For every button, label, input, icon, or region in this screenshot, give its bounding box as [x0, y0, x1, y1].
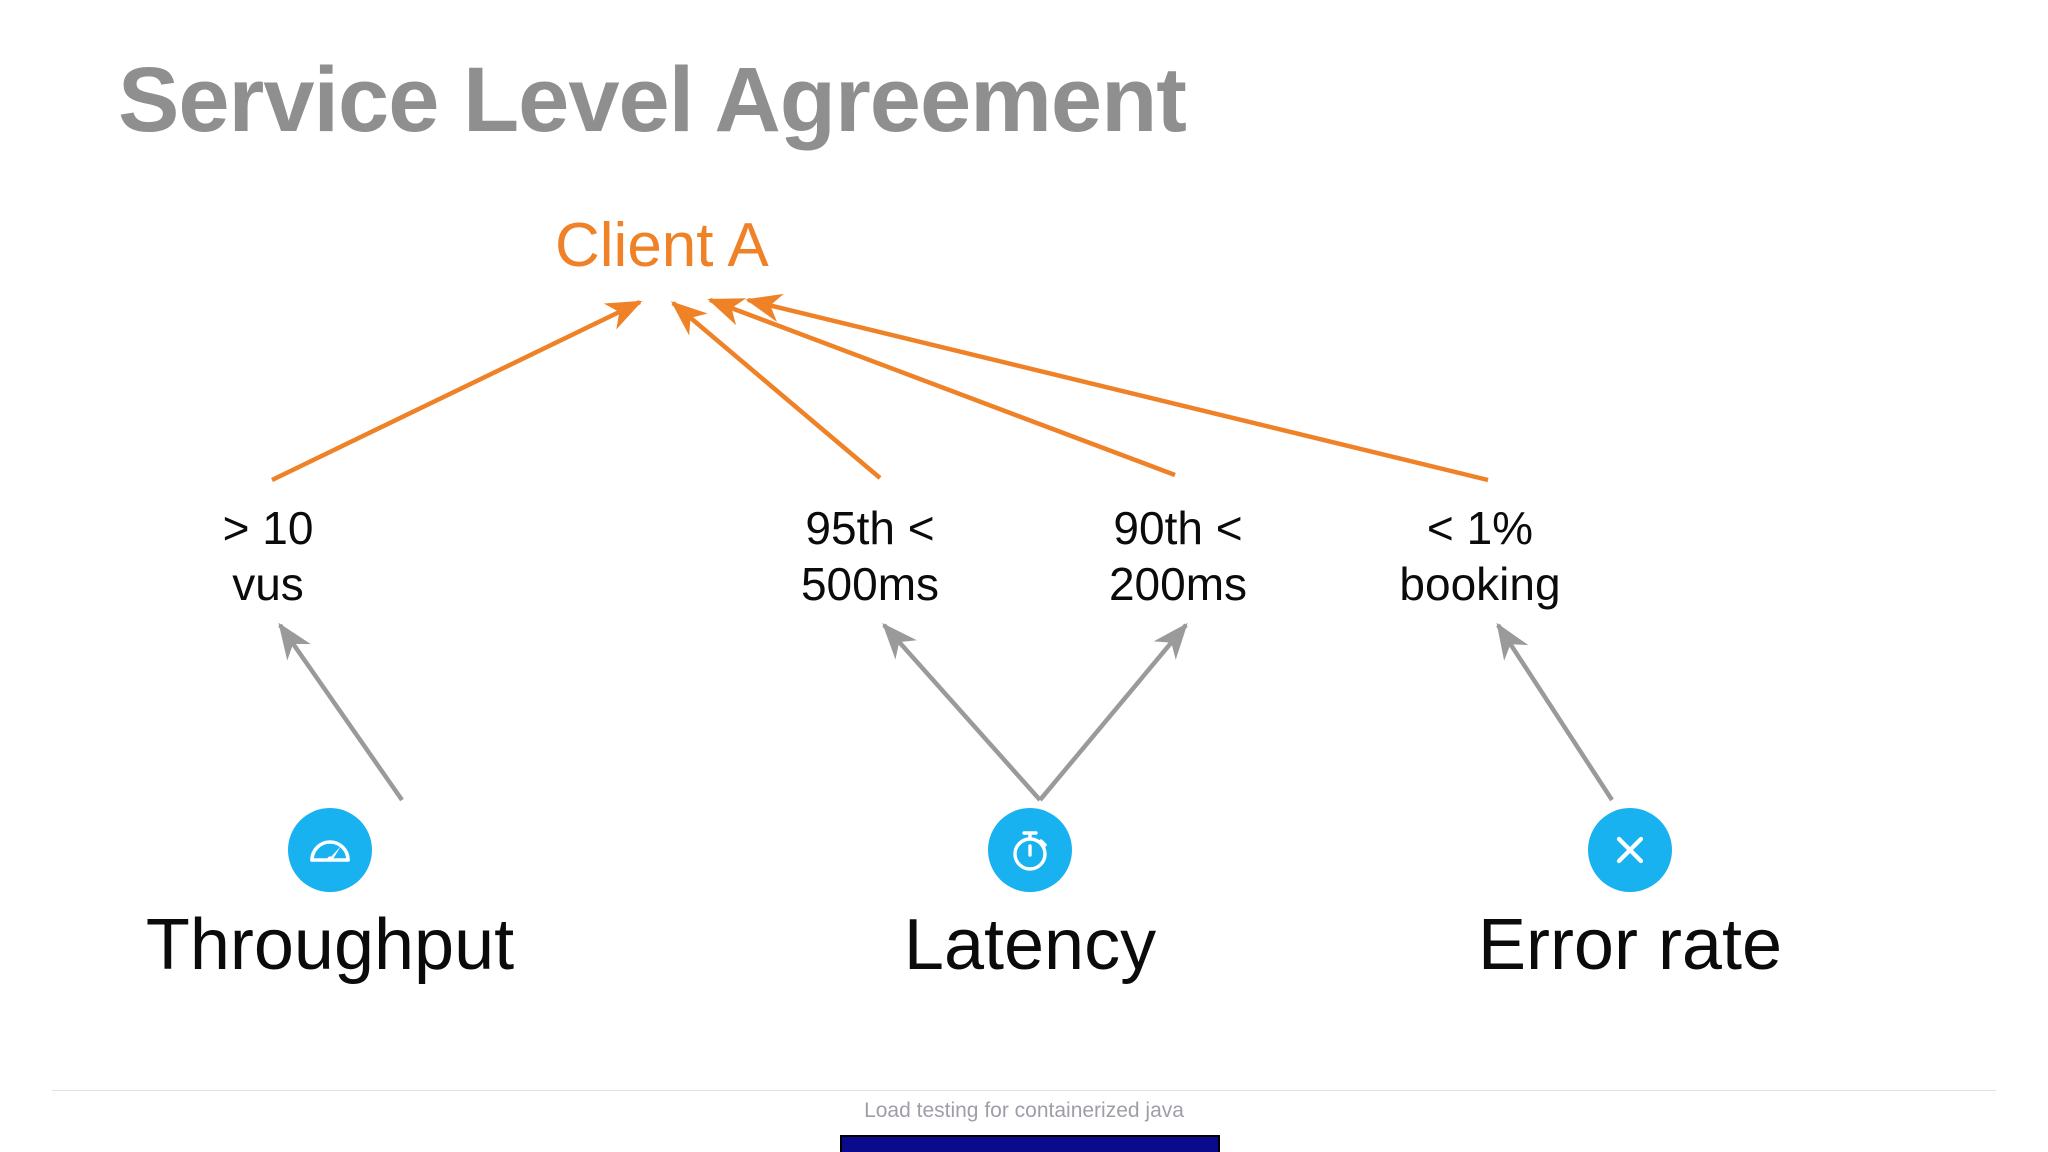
arrow-throughput-icon-to-sla — [278, 622, 404, 802]
page-title: Service Level Agreement — [118, 49, 1187, 151]
footer-divider — [52, 1090, 1996, 1091]
client-arrow-group — [271, 293, 1489, 483]
metric-errorrate: Error rate — [1430, 808, 1830, 985]
footer-caption: Load testing for containerized java — [864, 1099, 1184, 1122]
metric-throughput-label: Throughput — [145, 905, 515, 985]
metric-latency-label: Latency — [903, 905, 1157, 985]
sla-criterion-p95: 95th < 500ms — [800, 502, 940, 611]
slide-progress-bar — [840, 1135, 1220, 1152]
sla-criterion-p90: 90th < 200ms — [1108, 502, 1248, 611]
arrow-p95-to-client — [670, 301, 882, 480]
metric-errorrate-label: Error rate — [1477, 905, 1783, 985]
arrow-errorrate-icon-to-sla — [1496, 622, 1614, 802]
sla-criterion-throughput: > 10 vus — [222, 502, 314, 611]
arrow-latency-icon-to-p95 — [882, 622, 1042, 802]
speedometer-icon — [288, 808, 372, 892]
metric-latency: Latency — [830, 808, 1230, 985]
arrow-throughput-to-client — [271, 299, 643, 483]
sla-criterion-error-rate: < 1% booking — [1399, 502, 1561, 611]
close-x-icon — [1588, 808, 1672, 892]
stopwatch-icon — [988, 808, 1072, 892]
arrow-p90-to-client — [707, 297, 1176, 478]
arrow-latency-icon-to-p90 — [1038, 622, 1188, 802]
arrow-errors-to-client — [745, 293, 1489, 483]
client-node-label: Client A — [555, 211, 769, 280]
metric-arrow-group — [278, 622, 1614, 802]
metric-throughput: Throughput — [130, 808, 530, 985]
